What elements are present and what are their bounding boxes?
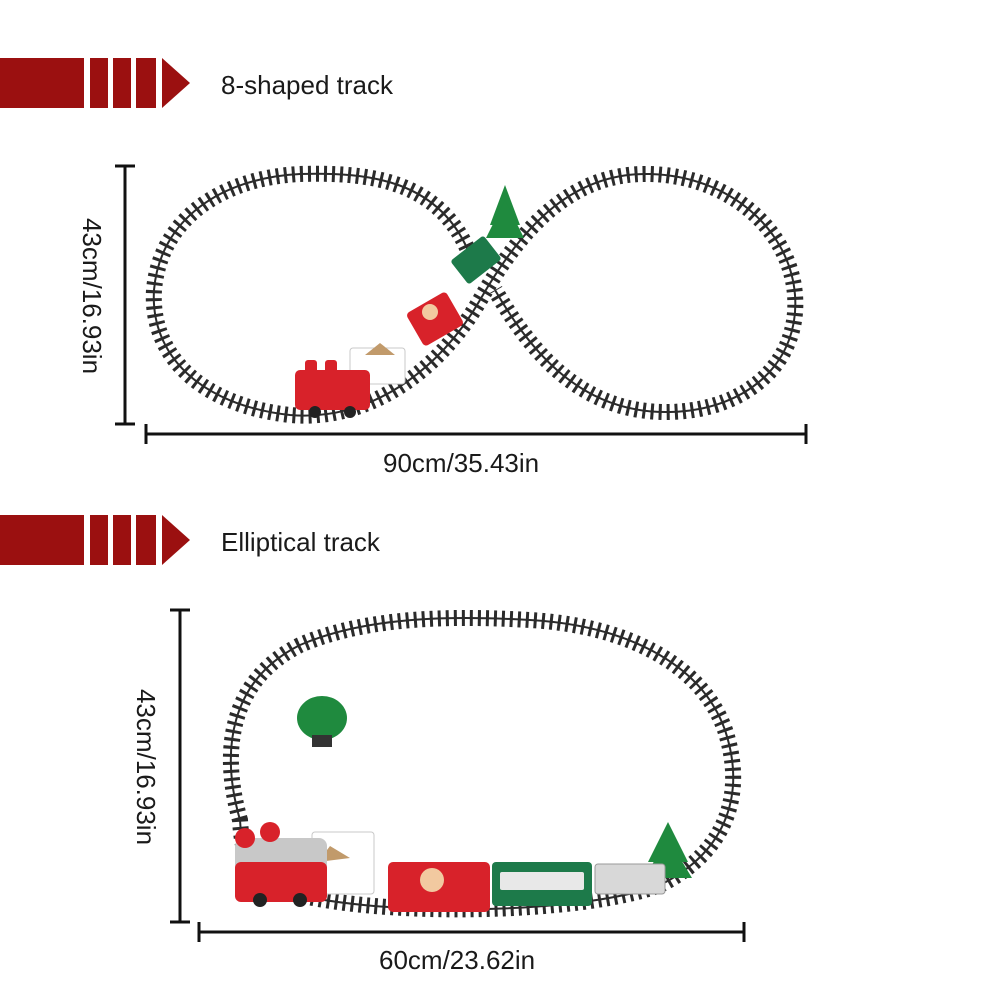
figure-8-track-image <box>145 165 804 424</box>
height-label: 43cm/16.93in <box>77 217 107 375</box>
width-label: 90cm/35.43in <box>383 448 540 478</box>
width-dimension-line <box>144 424 808 444</box>
height-dimension-line <box>115 164 135 426</box>
christmas-tree-icon <box>297 696 347 747</box>
elliptical-track-image <box>222 609 742 918</box>
section-banner-arrow <box>0 515 190 565</box>
height-dimension-line <box>170 608 190 924</box>
height-label: 43cm/16.93in <box>131 688 161 846</box>
toy-train-icon <box>295 236 501 418</box>
section-title-8-shaped: 8-shaped track <box>221 70 393 100</box>
section-banner-arrow <box>0 58 190 108</box>
width-dimension-line <box>197 922 746 942</box>
toy-train-icon <box>235 822 666 912</box>
width-label: 60cm/23.62in <box>379 945 536 975</box>
section-title-elliptical: Elliptical track <box>221 527 380 557</box>
